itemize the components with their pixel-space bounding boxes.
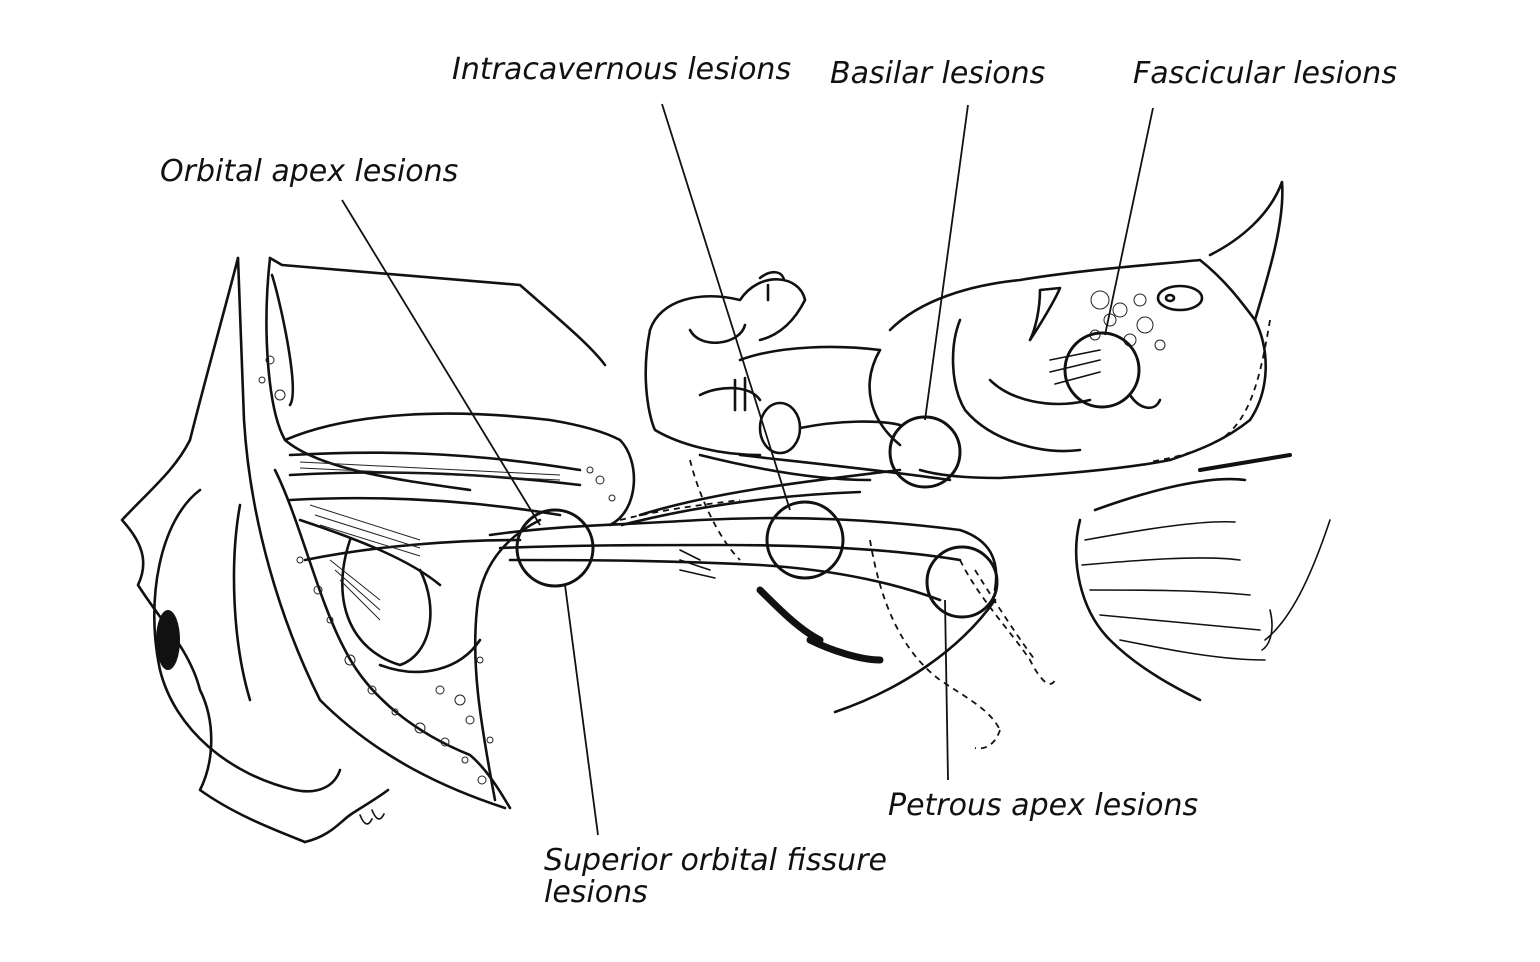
intracavernous-lesions-label: Intracavernous lesions: [452, 52, 792, 87]
orbital-apex-lesion-circle: [515, 508, 595, 588]
leader-lines: [341, 103, 1154, 836]
tentorium: [1149, 180, 1292, 472]
cavernous-sinus: [644, 270, 952, 561]
intracavernous-leader: [661, 103, 791, 511]
sof-leader: [564, 584, 599, 836]
brainstem: [868, 258, 1267, 480]
fascicular-lesion-circle: [1063, 331, 1141, 409]
orbital-apex-lesions-label: Orbital apex lesions: [160, 154, 459, 189]
petrous-apex-lesions-label: Petrous apex lesions: [888, 788, 1199, 823]
petrous-apex-leader: [944, 599, 949, 781]
fascicular-leader: [1104, 107, 1154, 336]
lesion-markers: [515, 331, 1141, 619]
sof-label-line-1: Superior orbital fissure: [544, 843, 887, 878]
intracavernous-lesion-circle: [765, 500, 845, 580]
extraocular-muscles: [288, 451, 582, 674]
sof-label-line-2: lesions: [544, 874, 648, 910]
orbit-cone: [236, 256, 636, 810]
nerve-bundle: [488, 468, 998, 602]
eyeball: [153, 488, 342, 793]
face-profile: [120, 256, 390, 844]
orbital-apex-leader: [341, 199, 541, 526]
basilar-lesions-label: Basilar lesions: [830, 56, 1046, 91]
cerebellum: [1074, 477, 1331, 702]
fascicular-lesions-label: Fascicular lesions: [1133, 56, 1397, 91]
petrous-apex-lesion-circle: [925, 545, 999, 619]
petrous-region: [756, 539, 1056, 750]
basilar-leader: [924, 104, 969, 421]
superior-orbital-fissure-lesions-label: Superior orbital fissure lesions: [544, 845, 887, 908]
